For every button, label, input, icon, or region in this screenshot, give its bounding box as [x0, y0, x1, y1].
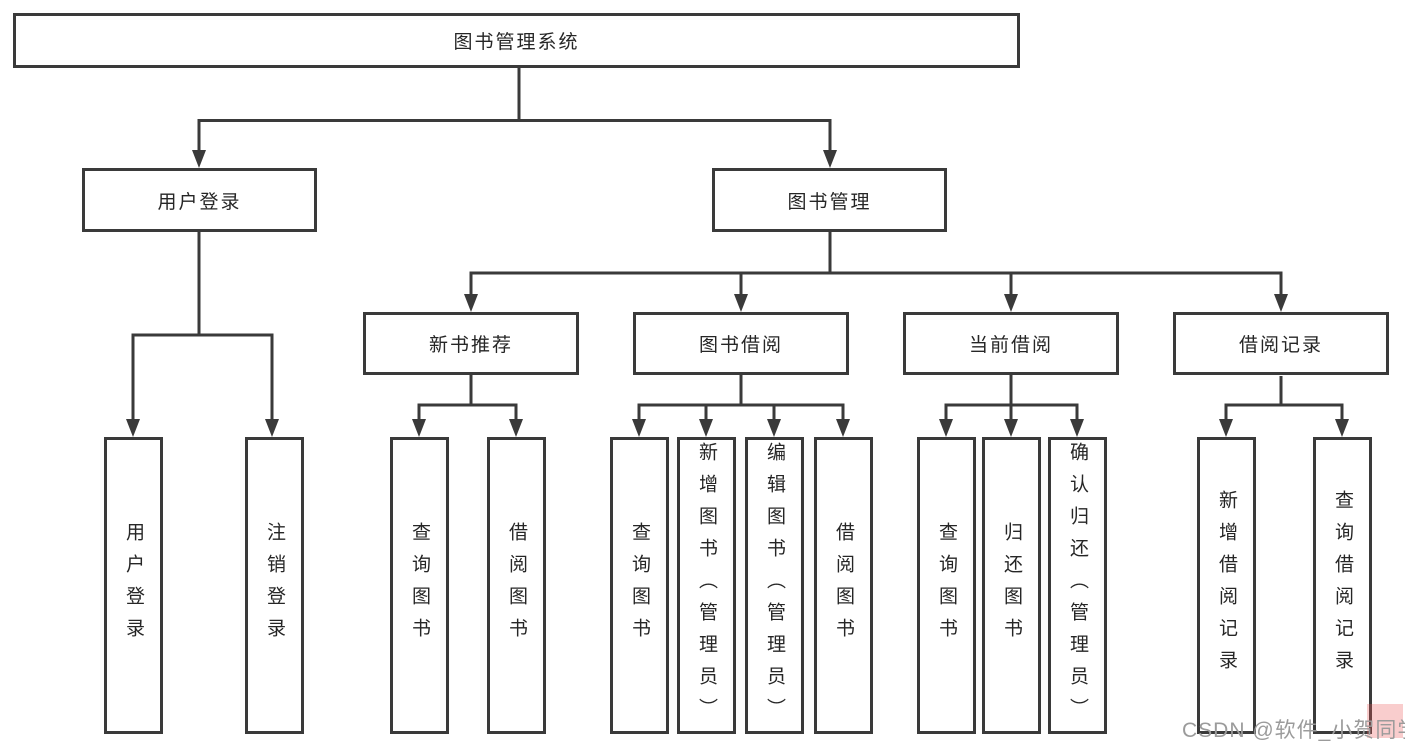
- node-user-login: 用户登录: [82, 168, 317, 232]
- node-label: 查询借阅记录: [1332, 489, 1353, 682]
- node-label: 查询图书: [629, 521, 650, 650]
- leaf-current-confirm-return-admin: 确认归还（管理员）: [1048, 437, 1107, 734]
- watermark-highlight: [1367, 704, 1403, 738]
- node-book-management: 图书管理: [712, 168, 947, 232]
- leaf-newbook-borrow-book: 借阅图书: [487, 437, 546, 734]
- leaf-borrow-query-book: 查询图书: [610, 437, 669, 734]
- leaf-records-query-record: 查询借阅记录: [1313, 437, 1372, 734]
- node-label: 新增图书（管理员）: [696, 441, 717, 730]
- node-label: 图书借阅: [698, 335, 783, 356]
- node-label: 图书管理系统: [453, 32, 580, 53]
- node-label: 查询图书: [409, 521, 430, 650]
- node-label: 编辑图书（管理员）: [764, 441, 785, 730]
- node-root-library-system: 图书管理系统: [13, 13, 1020, 68]
- node-label: 借阅记录: [1238, 335, 1323, 356]
- node-book-borrow: 图书借阅: [633, 312, 849, 375]
- node-label: 新增借阅记录: [1216, 489, 1237, 682]
- node-label: 归还图书: [1001, 521, 1022, 650]
- node-borrow-records: 借阅记录: [1173, 312, 1389, 375]
- leaf-borrow-edit-book-admin: 编辑图书（管理员）: [745, 437, 804, 734]
- leaf-borrow-borrow-book: 借阅图书: [814, 437, 873, 734]
- node-label: 新书推荐: [428, 335, 513, 356]
- watermark: CSDN @软件_小贺同学: [1182, 719, 1405, 742]
- leaf-records-add-record: 新增借阅记录: [1197, 437, 1256, 734]
- leaf-logout: 注销登录: [245, 437, 304, 734]
- node-label: 当前借阅: [968, 335, 1053, 356]
- node-label: 借阅图书: [833, 521, 854, 650]
- node-label: 图书管理: [787, 191, 872, 213]
- node-label: 查询图书: [936, 521, 957, 650]
- connector-lines: [131, 68, 1344, 421]
- node-label: 用户登录: [123, 521, 144, 650]
- leaf-user-login: 用户登录: [104, 437, 163, 734]
- node-label: 用户登录: [157, 191, 242, 213]
- node-new-book-recommend: 新书推荐: [363, 312, 579, 375]
- node-current-borrow: 当前借阅: [903, 312, 1119, 375]
- node-label: 借阅图书: [506, 521, 527, 650]
- leaf-current-return-book: 归还图书: [982, 437, 1041, 734]
- node-label: 注销登录: [264, 521, 285, 650]
- leaf-borrow-add-book-admin: 新增图书（管理员）: [677, 437, 736, 734]
- node-label: 确认归还（管理员）: [1067, 441, 1088, 730]
- leaf-current-query-book: 查询图书: [917, 437, 976, 734]
- leaf-newbook-query-book: 查询图书: [390, 437, 449, 734]
